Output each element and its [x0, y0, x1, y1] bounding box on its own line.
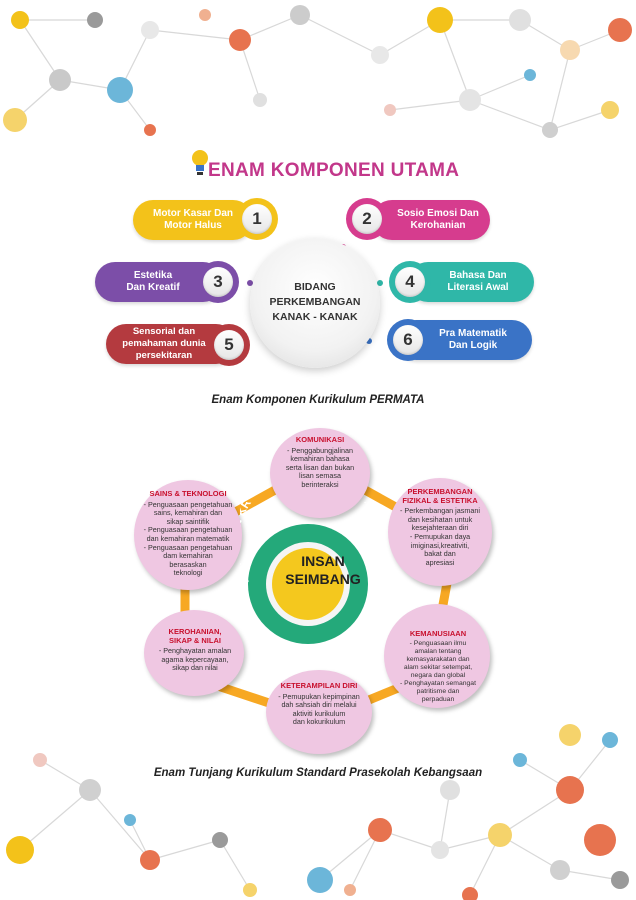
- component-4-label-1: Bahasa Dan: [449, 270, 507, 281]
- fizikal-item: dan kesihatan untuk: [407, 514, 473, 524]
- komunikasi-title: KOMUNIKASI: [295, 435, 345, 444]
- component-2-label-1: Sosio Emosi Dan: [397, 208, 479, 219]
- komunikasi-item: serta lisan dan bukan: [285, 462, 355, 472]
- komunikasi-text: KOMUNIKASI - Penggabungjalinan kemahiran…: [276, 435, 364, 490]
- kerohanian-item: sikap dan nilai: [172, 663, 218, 673]
- keterampilan-item: dah sahsiah diri melalui: [281, 700, 357, 710]
- kemanusiaan-item: - Penghayatan semangat: [400, 680, 476, 687]
- kemanusiaan-title: KEMANUSIAAN: [409, 629, 467, 638]
- kemanusiaan-item: alam sekitar setempat,: [403, 664, 473, 671]
- bubble-keterampilan: [266, 670, 372, 754]
- kerohanian-text: KEROHANIAN, SIKAP & NILAI - Penghayatan …: [150, 627, 240, 673]
- insan-line-2: SEIMBANG: [285, 571, 361, 587]
- component-3-label-1: Estetika: [133, 270, 173, 281]
- component-4-label-2: Literasi Awal: [447, 282, 509, 293]
- fizikal-item: imiginasi,kreativiti,: [410, 540, 470, 550]
- kemanusiaan-text: KEMANUSIAAN - Penguasaan ilmu amalan ten…: [390, 630, 486, 704]
- lightbulb-icon: [192, 150, 208, 175]
- fizikal-item: kesejahteraan diri: [411, 523, 469, 533]
- component-6-number: 6: [387, 319, 429, 361]
- bubble-kemanusiaan: [384, 604, 490, 708]
- component-6-connector-dot: [366, 338, 372, 344]
- component-2-number: 2: [346, 198, 388, 240]
- kemanusiaan-item: amalan tentang: [414, 648, 462, 655]
- sains-item: dan kemahiran matematik: [146, 533, 230, 543]
- bubble-kerohanian: [144, 610, 244, 696]
- component-5-label-3: persekitaran: [135, 350, 193, 361]
- sains-item: - Penguasaan pengetahuan: [143, 499, 233, 509]
- keterampilan-text: KETERAMPILAN DIRI - Pemupukan kepimpinan…: [272, 681, 366, 727]
- fizikal-item: - Pemupukan daya: [409, 531, 471, 541]
- component-1-label-2: Motor Halus: [164, 220, 222, 231]
- fizikal-title-1: PERKEMBANGAN: [407, 487, 473, 496]
- component-4-number: 4: [389, 261, 431, 303]
- sains-item: - Penguasaan pengetahuan: [143, 542, 233, 552]
- sains-item: teknologi: [173, 568, 203, 578]
- center-line-1: BIDANG: [294, 281, 336, 293]
- keterampilan-item: - Pemupukan kepimpinan: [278, 691, 360, 701]
- center-line-2: PERKEMBANGAN: [269, 296, 361, 308]
- kemanusiaan-item: - Penguasaan ilmu: [409, 640, 467, 647]
- sains-item: - Penguasaan pengetahuan: [143, 525, 233, 535]
- kerohanian-item: - Penghayatan amalan: [158, 646, 232, 656]
- component-3-connector-dot: [247, 280, 253, 286]
- bubble-fizikal: [388, 478, 492, 586]
- component-5-label-2: pemahaman dunia: [122, 338, 206, 349]
- komunikasi-item: lisan semasa: [299, 471, 341, 481]
- caption-permata: Enam Komponen Kurikulum PERMATA: [211, 394, 425, 406]
- fizikal-title-2: FIZIKAL & ESTETIKA: [402, 495, 478, 505]
- center-line-3: KANAK - KANAK: [272, 311, 358, 323]
- keterampilan-title: KETERAMPILAN DIRI: [280, 681, 358, 690]
- insan-line-1: INSAN: [301, 553, 345, 569]
- sains-item: dam kemahiran: [163, 551, 213, 561]
- bubble-sains: [134, 480, 242, 590]
- insan-seimbang: INSAN SEIMBANG: [283, 552, 363, 612]
- sains-item: sikap saintifik: [166, 516, 210, 526]
- component-6-label-1: Pra Matematik: [439, 328, 507, 339]
- kemanusiaan-item: negara dan global: [410, 672, 466, 679]
- kerohanian-item: agama kepercayaan,: [161, 654, 229, 664]
- keterampilan-item: aktiviti kurikulum: [292, 708, 346, 718]
- kemanusiaan-item: kemasyarakatan dan: [406, 656, 470, 663]
- kemanusiaan-item: perpaduan: [421, 696, 455, 703]
- component-5-number: 5: [208, 324, 250, 366]
- sains-item: berasaskan: [169, 559, 207, 569]
- insan-ring: PEMIKIRAN KRITIS & KREATIF INOVATIF: [240, 502, 370, 644]
- component-5-label-1: Sensorial dan: [132, 326, 196, 337]
- fizikal-item: apresiasi: [425, 557, 455, 567]
- keterampilan-item: dan kokurikulum: [292, 717, 346, 727]
- sains-text: SAINS & TEKNOLOGI - Penguasaan pengetahu…: [138, 489, 238, 578]
- kemanusiaan-item: patritisme dan: [416, 688, 460, 695]
- komunikasi-item: - Penggabungjalinan: [287, 445, 353, 455]
- page-title: ENAM KOMPONEN UTAMA: [208, 160, 460, 181]
- fizikal-item: - Perkembangan jasmani: [400, 506, 480, 516]
- fizikal-item: bakat dan: [424, 549, 456, 559]
- fizikal-text: PERKEMBANGAN FIZIKAL & ESTETIKA - Perkem…: [392, 487, 488, 567]
- component-1-number: 1: [236, 198, 278, 240]
- component-2-label-2: Kerohanian: [410, 220, 466, 231]
- sains-title: SAINS & TEKNOLOGI: [149, 489, 227, 498]
- component-1-label-1: Motor Kasar Dan: [152, 208, 233, 219]
- component-3-label-2: Dan Kreatif: [126, 282, 180, 293]
- component-6-label-2: Dan Logik: [448, 340, 498, 351]
- komunikasi-item: berinteraksi: [301, 479, 339, 489]
- component-4-connector-dot: [377, 280, 383, 286]
- sains-item: sains, kemahiran dan: [153, 508, 223, 518]
- center-circle: BIDANG PERKEMBANGAN KANAK - KANAK: [250, 238, 380, 368]
- component-3-number: 3: [197, 261, 239, 303]
- bubble-komunikasi: [270, 428, 370, 518]
- komunikasi-item: kemahiran bahasa: [290, 454, 350, 464]
- kerohanian-title-1: KEROHANIAN,: [168, 627, 222, 636]
- kerohanian-title-2: SIKAP & NILAI: [169, 635, 221, 645]
- caption-tunjang: Enam Tunjang Kurikulum Standard Prasekol…: [153, 767, 483, 779]
